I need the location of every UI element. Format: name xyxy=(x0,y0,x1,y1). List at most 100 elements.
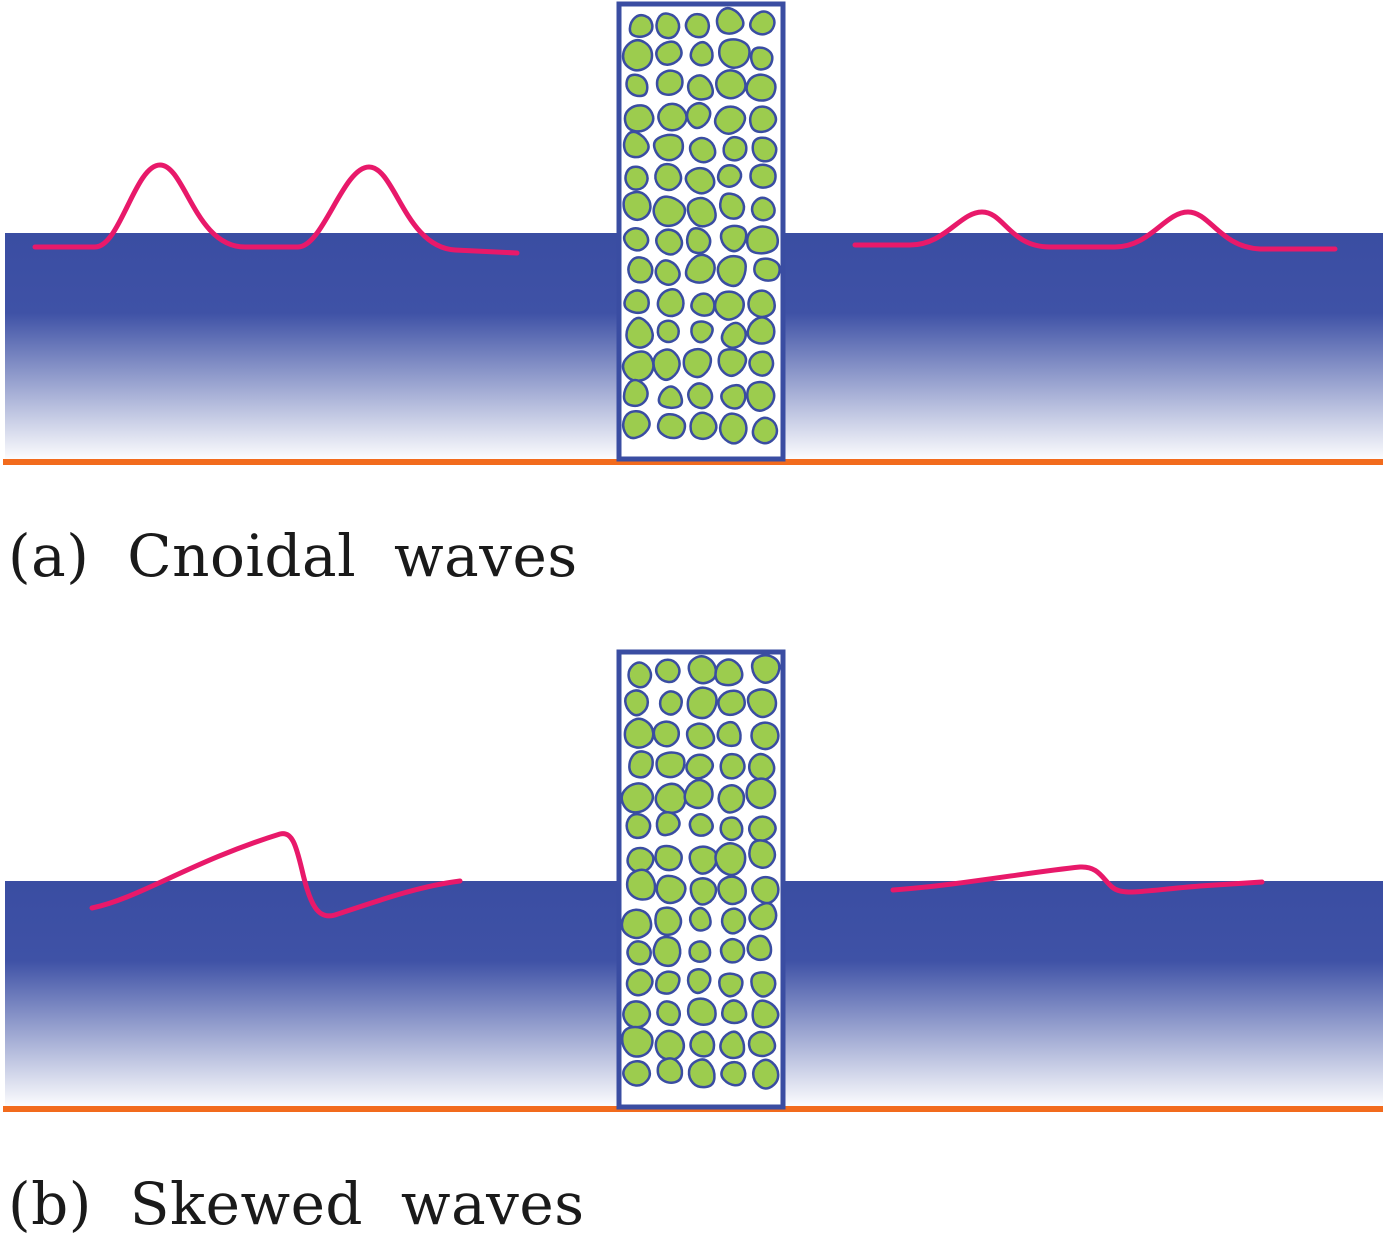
stone xyxy=(622,1059,652,1087)
caption-skewed-waves: (b) Skewed waves xyxy=(8,1170,585,1238)
stone xyxy=(622,227,650,252)
stone xyxy=(689,40,714,67)
stone xyxy=(658,690,683,716)
stone xyxy=(745,73,777,102)
stone xyxy=(654,162,683,192)
stone xyxy=(720,1060,747,1087)
stone xyxy=(751,136,778,163)
stone xyxy=(689,411,718,441)
stone xyxy=(622,1000,652,1029)
stone xyxy=(656,1057,684,1084)
transmitted-wave-a xyxy=(852,209,1338,252)
stone xyxy=(685,226,712,255)
stone xyxy=(624,689,650,717)
stone xyxy=(714,842,747,877)
stone xyxy=(656,319,680,344)
stone xyxy=(652,720,681,748)
stone xyxy=(747,815,777,843)
caption-cnoidal-waves: (a) Cnoidal waves xyxy=(8,522,578,590)
stone xyxy=(652,348,681,381)
stone xyxy=(683,778,714,810)
incident-wave-b xyxy=(89,831,463,919)
stone xyxy=(715,6,745,35)
stone xyxy=(746,934,773,962)
stone xyxy=(656,1000,682,1027)
stone xyxy=(747,1030,777,1058)
stone xyxy=(720,321,748,349)
stone xyxy=(657,102,688,132)
stone xyxy=(625,73,649,98)
stone xyxy=(686,997,717,1027)
stone xyxy=(625,812,652,840)
stone xyxy=(620,1025,654,1058)
stone xyxy=(623,289,650,315)
stone xyxy=(655,874,687,905)
stone xyxy=(718,412,748,445)
stone xyxy=(688,813,714,837)
stone xyxy=(690,292,716,317)
stone xyxy=(686,967,712,995)
stone xyxy=(719,816,744,842)
stone xyxy=(745,225,780,255)
stone xyxy=(686,196,717,228)
stone xyxy=(623,717,655,749)
stone xyxy=(748,105,778,134)
stone xyxy=(655,12,681,40)
stone xyxy=(715,69,747,100)
stone xyxy=(625,968,654,997)
stone xyxy=(682,347,713,379)
stone xyxy=(688,136,717,164)
stone xyxy=(654,658,681,684)
breakwater-b xyxy=(616,649,786,1110)
water-right-b xyxy=(783,881,1383,1109)
stone xyxy=(753,257,781,282)
stone xyxy=(654,844,683,872)
stone xyxy=(654,259,681,287)
stone xyxy=(684,12,711,39)
stone xyxy=(717,38,751,70)
stone xyxy=(720,383,747,410)
stone xyxy=(713,105,747,135)
panel-b xyxy=(3,649,1383,1112)
stone xyxy=(622,130,650,159)
stone xyxy=(746,316,776,345)
stone xyxy=(654,782,687,815)
stone xyxy=(621,350,655,382)
stone xyxy=(720,907,747,935)
stone xyxy=(656,412,687,440)
stone xyxy=(628,13,654,38)
transmitted-wave-b xyxy=(890,864,1265,895)
incident-wave-a xyxy=(32,162,520,256)
stone xyxy=(654,1029,686,1062)
stone xyxy=(686,686,718,720)
stone xyxy=(748,839,777,869)
stone xyxy=(751,999,780,1029)
stone xyxy=(686,382,714,410)
stone xyxy=(624,165,649,191)
stone xyxy=(685,753,715,780)
stone xyxy=(722,135,748,162)
stone xyxy=(689,1030,716,1058)
stone xyxy=(625,316,654,349)
stone xyxy=(716,254,747,288)
water-left-a xyxy=(5,233,618,462)
stone xyxy=(627,256,654,284)
stone xyxy=(751,1058,780,1090)
stone xyxy=(747,752,776,782)
stone xyxy=(748,10,776,36)
stone xyxy=(687,1058,716,1089)
stone xyxy=(622,190,652,222)
stone xyxy=(717,875,747,906)
stone xyxy=(654,906,683,937)
stone xyxy=(716,720,742,748)
stone xyxy=(713,290,746,321)
stone xyxy=(746,380,776,412)
stone xyxy=(628,750,654,779)
stone xyxy=(656,288,685,318)
stone xyxy=(750,971,777,998)
stone xyxy=(652,195,687,228)
stone xyxy=(685,101,712,130)
breakwater-a xyxy=(616,1,786,462)
stone xyxy=(750,654,781,684)
